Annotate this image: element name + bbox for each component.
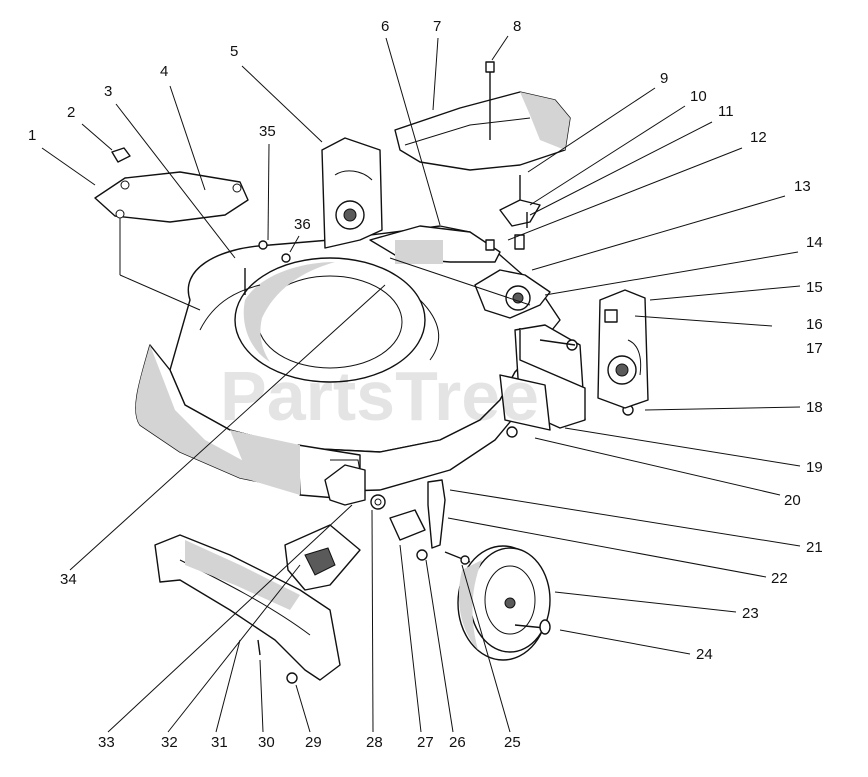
leader-line-9	[527, 87, 656, 173]
leader-line-30	[259, 659, 264, 733]
leader-line-6	[385, 37, 441, 226]
callout-12: 12	[750, 129, 767, 146]
callout-23: 23	[742, 605, 759, 622]
leader-line-24	[559, 629, 691, 655]
axle-bracket	[389, 479, 471, 565]
callout-8: 8	[513, 18, 521, 35]
leader-line-28	[371, 509, 374, 733]
callout-29: 29	[305, 734, 322, 751]
leader-line-2	[81, 123, 113, 151]
callout-19: 19	[806, 459, 823, 476]
callout-24: 24	[696, 646, 713, 663]
leader-line-36	[289, 235, 300, 253]
callout-7: 7	[433, 18, 441, 35]
callout-labels: 1 2 3 4 5 6 7 8 9 10 11 12 13 14 15 16 1…	[28, 18, 823, 751]
leader-line-14	[544, 251, 799, 296]
parts-artwork: PartsTree	[94, 61, 649, 684]
leader-lines	[41, 35, 801, 733]
leader-line-27	[399, 544, 422, 733]
callout-2: 2	[67, 104, 75, 121]
callout-31: 31	[211, 734, 228, 751]
leader-line-13	[531, 195, 786, 271]
hardware	[244, 61, 634, 438]
leader-line-29	[295, 684, 311, 733]
callout-28: 28	[366, 734, 383, 751]
callout-3: 3	[104, 83, 112, 100]
callout-1: 1	[28, 127, 36, 144]
front-skirt	[154, 524, 361, 684]
leader-line-19	[564, 427, 801, 467]
callout-13: 13	[794, 178, 811, 195]
callout-15: 15	[806, 279, 823, 296]
leader-line-33	[107, 504, 353, 733]
leader-line-11	[529, 121, 713, 216]
callout-33: 33	[98, 734, 115, 751]
callout-34: 34	[60, 571, 77, 588]
callout-4: 4	[160, 63, 168, 80]
callout-30: 30	[258, 734, 275, 751]
callout-22: 22	[771, 570, 788, 587]
leader-line-16	[634, 315, 773, 327]
leader-line-3	[115, 103, 236, 259]
leader-line-15	[649, 285, 801, 301]
callout-14: 14	[806, 234, 823, 251]
leader-line-4	[169, 85, 206, 191]
leader-line-21	[449, 489, 801, 547]
cover-plate	[94, 147, 249, 311]
callout-26: 26	[449, 734, 466, 751]
callout-18: 18	[806, 399, 823, 416]
callout-20: 20	[784, 492, 801, 509]
leader-line-32	[167, 564, 301, 733]
leader-line-7	[432, 37, 439, 111]
leader-line-34	[69, 284, 386, 571]
callout-36: 36	[294, 216, 311, 233]
leader-line-35	[267, 143, 270, 241]
callout-32: 32	[161, 734, 178, 751]
callout-27: 27	[417, 734, 434, 751]
rear-chute	[394, 91, 571, 171]
leader-line-26	[425, 559, 454, 733]
leader-line-18	[644, 406, 801, 411]
leader-line-25	[461, 564, 511, 733]
callout-25: 25	[504, 734, 521, 751]
rear-height-plate	[597, 289, 649, 409]
leader-line-5	[241, 65, 323, 143]
callout-9: 9	[660, 70, 668, 87]
front-height-lever	[324, 464, 386, 510]
leader-line-23	[554, 591, 737, 613]
leader-line-1	[41, 147, 96, 186]
callout-10: 10	[690, 88, 707, 105]
callout-35: 35	[259, 123, 276, 140]
wheel	[457, 545, 551, 661]
leader-line-8	[491, 35, 509, 61]
leader-line-10	[529, 105, 686, 206]
callout-11: 11	[718, 103, 734, 120]
callout-6: 6	[381, 18, 389, 35]
watermark-text: PartsTree	[220, 357, 539, 435]
leader-line-12	[507, 147, 743, 241]
leader-line-20	[534, 437, 781, 496]
callout-16: 16	[806, 316, 823, 333]
leader-line-22	[447, 517, 767, 578]
callout-5: 5	[230, 43, 238, 60]
callout-21: 21	[806, 539, 823, 556]
deflector-bracket	[321, 137, 383, 249]
callout-17: 17	[806, 340, 823, 357]
leader-line-31	[215, 639, 241, 733]
